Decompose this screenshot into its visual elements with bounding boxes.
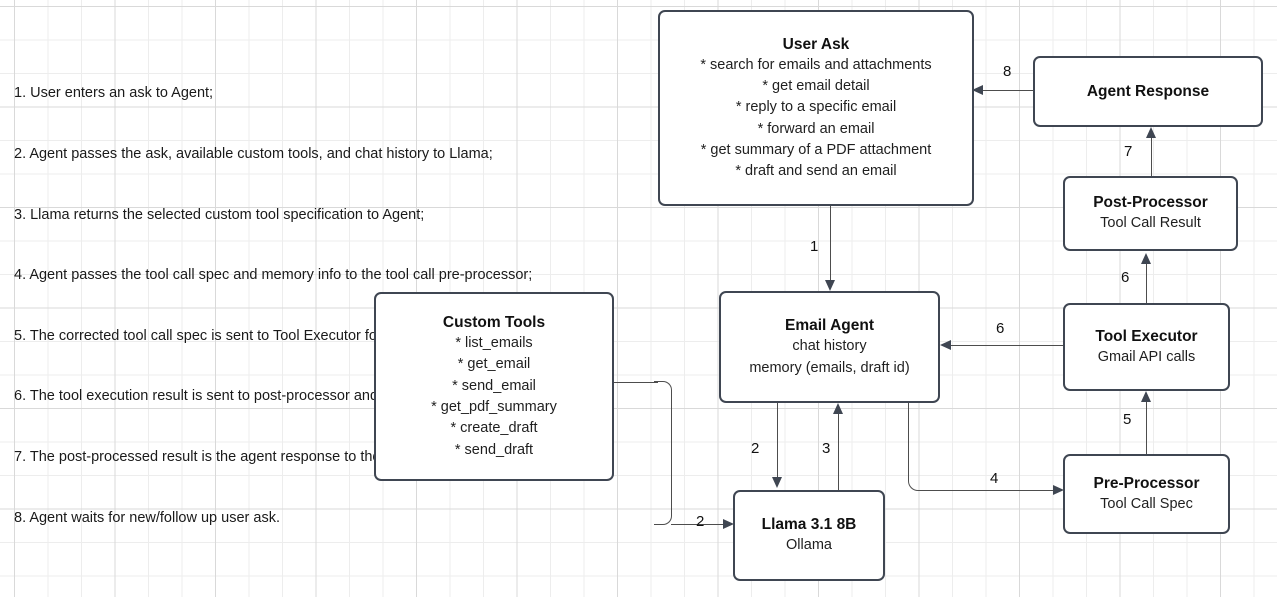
node-tool-executor-sub: Gmail API calls — [1097, 348, 1196, 365]
edge-label-2b: 2 — [696, 513, 705, 530]
node-agent-response-title: Agent Response — [1086, 83, 1210, 100]
edge-2a-line — [777, 403, 779, 479]
legend-line-3: 3. Llama returns the selected custom too… — [14, 206, 425, 223]
legend-line-1: 1. User enters an ask to Agent; — [14, 85, 214, 102]
edge-5-arrowhead — [1140, 391, 1151, 402]
node-email-agent[interactable]: Email Agent chat history memory (emails,… — [719, 291, 940, 403]
node-pre-processor-sub: Tool Call Spec — [1100, 495, 1193, 512]
node-tool-executor-title: Tool Executor — [1095, 327, 1198, 345]
legend-line-4: 4. Agent passes the tool call spec and m… — [14, 267, 533, 284]
edge-1-line — [830, 206, 832, 284]
edge-4-corner — [908, 471, 928, 491]
edge-6a-line — [1146, 262, 1148, 303]
edge-4-segment-horizontal — [926, 489, 1055, 491]
edge-4-arrowhead — [1053, 484, 1064, 495]
edge-3-line — [838, 412, 840, 490]
legend-line-2: 2. Agent passes the ask, available custo… — [14, 146, 493, 163]
edge-5-line — [1146, 400, 1148, 454]
edge-label-4: 4 — [990, 470, 999, 487]
node-llama-sub: Ollama — [786, 537, 832, 554]
edge-label-6a: 6 — [1121, 269, 1130, 286]
node-pre-processor[interactable]: Pre-Processor Tool Call Spec — [1063, 454, 1230, 534]
edge-label-3: 3 — [822, 440, 831, 457]
node-user-ask-title: User Ask — [782, 35, 850, 53]
edge-label-1: 1 — [810, 238, 819, 255]
edge-2b-arrowhead — [723, 518, 734, 529]
node-post-processor-sub: Tool Call Result — [1100, 215, 1201, 232]
node-custom-tools-bullets: * list_emails * get_email * send_email *… — [431, 335, 557, 458]
node-post-processor-title: Post-Processor — [1093, 194, 1208, 212]
edge-2b-segment-v — [670, 398, 672, 507]
edge-6b-line — [948, 345, 1063, 347]
edge-3-arrowhead — [832, 403, 843, 414]
edge-1-arrowhead — [825, 280, 835, 291]
edge-7-line — [1151, 136, 1153, 176]
node-user-ask-bullets: * search for emails and attachments * ge… — [700, 56, 932, 180]
edge-4-segment-vertical — [908, 403, 910, 481]
node-agent-response[interactable]: Agent Response — [1033, 56, 1263, 127]
edge-6a-arrowhead — [1140, 253, 1151, 264]
edge-6b-arrowhead — [940, 339, 951, 350]
edge-2b-segment-h1 — [614, 381, 658, 383]
node-custom-tools[interactable]: Custom Tools * list_emails * get_email *… — [374, 292, 614, 481]
edge-2a-arrowhead — [771, 477, 782, 488]
legend-line-8: 8. Agent waits for new/follow up user as… — [14, 509, 280, 526]
node-email-agent-sub: chat history memory (emails, draft id) — [749, 338, 910, 376]
edge-8-arrowhead — [972, 84, 983, 95]
node-tool-executor[interactable]: Tool Executor Gmail API calls — [1063, 303, 1230, 391]
edge-label-6b: 6 — [996, 320, 1005, 337]
edge-8-line — [980, 90, 1033, 92]
node-user-ask[interactable]: User Ask * search for emails and attachm… — [658, 10, 974, 206]
edge-2b-segment-h2 — [671, 523, 725, 525]
edge-2b-corner-bottom — [654, 507, 672, 525]
edge-label-8: 8 — [1003, 63, 1012, 80]
edge-label-7: 7 — [1124, 143, 1133, 160]
edge-2b-corner-top — [654, 381, 672, 399]
edge-7-arrowhead — [1145, 127, 1156, 138]
node-email-agent-title: Email Agent — [785, 317, 874, 335]
node-llama-title: Llama 3.1 8B — [761, 516, 857, 534]
node-pre-processor-title: Pre-Processor — [1093, 474, 1200, 492]
edge-label-5: 5 — [1123, 411, 1132, 428]
node-post-processor[interactable]: Post-Processor Tool Call Result — [1063, 176, 1238, 251]
edge-label-2a: 2 — [751, 440, 760, 457]
node-custom-tools-title: Custom Tools — [442, 314, 546, 332]
node-llama[interactable]: Llama 3.1 8B Ollama — [733, 490, 885, 581]
